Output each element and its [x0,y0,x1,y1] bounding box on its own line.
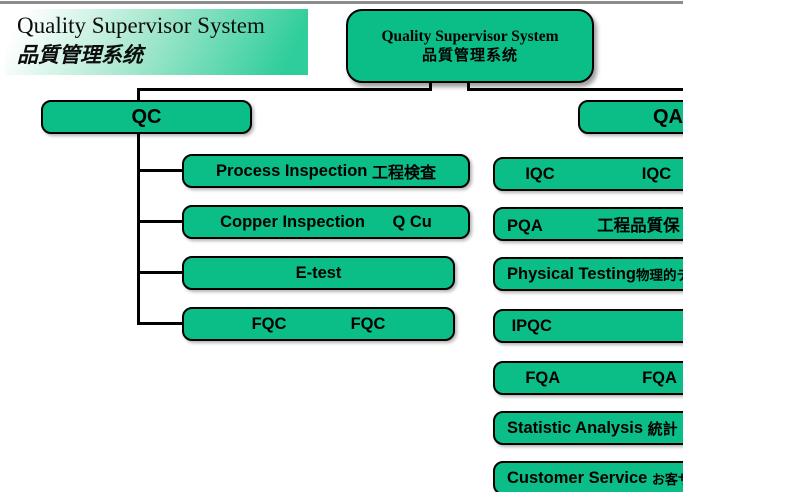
connector-qc-drop [137,88,140,103]
node-iqc: IQC IQC [493,157,683,191]
root-node-subtitle: 品質管理系统 [421,47,518,64]
node-e-test: E-test [182,256,455,290]
node-ipqc-label: IPQC [507,316,552,335]
node-fqc: FQC FQC [182,307,455,341]
node-process-inspection: Process Inspection 工程検査 [182,154,470,188]
node-qc: QC [41,100,252,134]
header-banner: Quality Supervisor System 品質管理系统 [5,9,308,75]
connector-stub-copper-inspection [137,220,185,223]
node-qa-label: QA [653,105,683,128]
node-fqa: FQA FQA [493,361,683,395]
connector-stub-fqc [137,322,185,325]
connector-horizontal-right [467,88,683,91]
node-statistic-analysis: Statistic Analysis 統計 [493,411,683,445]
root-node: Quality Supervisor System 品質管理系统 [346,9,594,83]
node-physical-testing: Physical Testing物理的テ [493,257,683,291]
connector-root-stub-left [429,83,432,91]
node-ipqc: IPQC [493,309,683,343]
node-qc-label: QC [131,105,162,128]
node-physical-testing-label: Physical Testing [507,264,636,283]
connector-root-stub-right [467,83,470,91]
node-process-inspection-jp: 工程検査 [371,165,436,182]
node-process-inspection-label: Process Inspection [216,161,372,180]
node-customer-service-jp: お客サ [651,471,683,487]
node-statistic-analysis-label: Statistic Analysis [507,418,648,437]
banner-subtitle: 品質管理系统 [17,43,143,67]
node-copper-inspection: Copper Inspection Q Cu [182,205,470,239]
banner-title: Quality Supervisor System [17,13,265,38]
root-node-title: Quality Supervisor System [381,27,559,45]
connector-qc-trunk [137,133,140,325]
connector-stub-e-test [137,271,185,274]
node-customer-service-label: Customer Service [507,468,652,487]
connector-stub-process-inspection [137,169,185,172]
node-physical-testing-jp: 物理的テ [636,268,683,283]
node-e-test-label: E-test [295,263,342,282]
node-fqc-label: FQC FQC [251,314,386,333]
node-qa: QA [578,100,683,134]
node-pqa: PQA 工程品質保 [493,207,683,241]
top-rule-divider [0,1,683,4]
connector-horizontal-left [137,88,432,91]
node-copper-inspection-label: Copper Inspection Q Cu [220,212,432,231]
node-pqa-label: PQA 工程品質保 [507,217,680,235]
node-customer-service: Customer Service お客サ [493,461,683,492]
slide-area: Quality Supervisor System 品質管理系统 Quality… [0,1,683,492]
node-iqc-label: IQC IQC [507,164,672,183]
node-statistic-analysis-jp: 統計 [647,420,678,438]
node-fqa-label: FQA FQA [507,368,677,387]
